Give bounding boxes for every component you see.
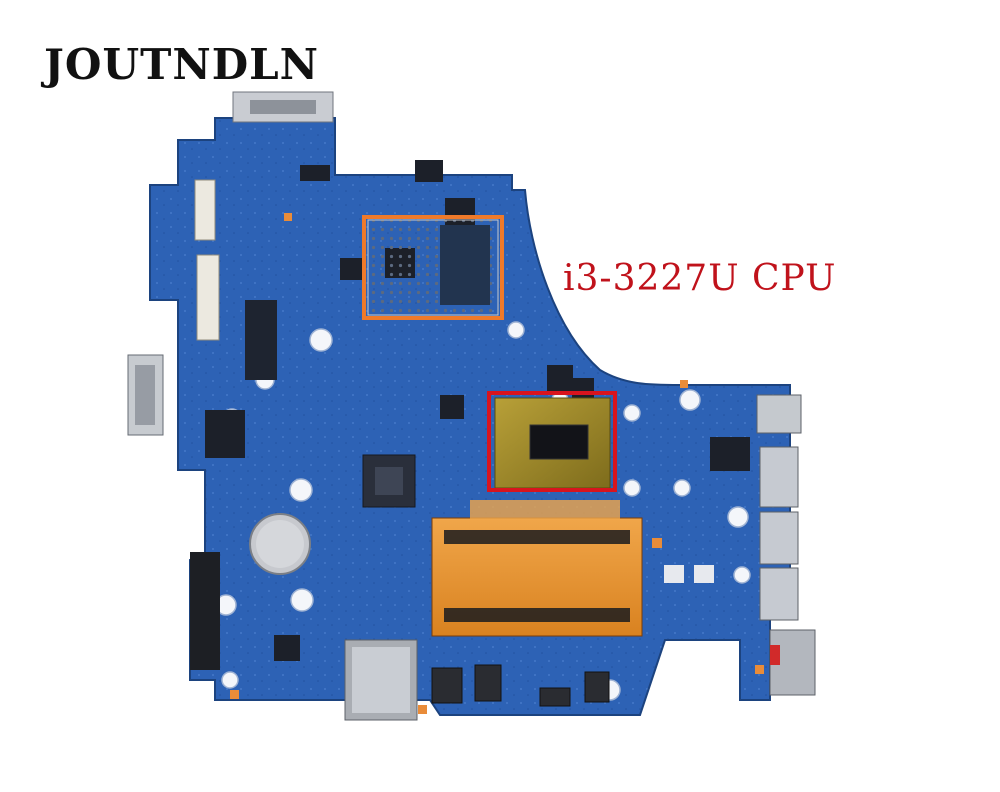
usb-port-1: [759, 446, 799, 508]
cpu-die: [529, 424, 589, 460]
brand-logo-text: JOUTNDLN: [44, 40, 320, 89]
sata-connector: [190, 552, 220, 670]
usb-port-2: [759, 511, 799, 565]
usb-port-3: [759, 567, 799, 621]
pch-highlight-box: [362, 215, 504, 320]
card-reader-small: [756, 394, 802, 434]
cpu-highlight-box: [487, 391, 617, 492]
cpu-annotation-label: i3-3227U CPU: [563, 258, 837, 299]
